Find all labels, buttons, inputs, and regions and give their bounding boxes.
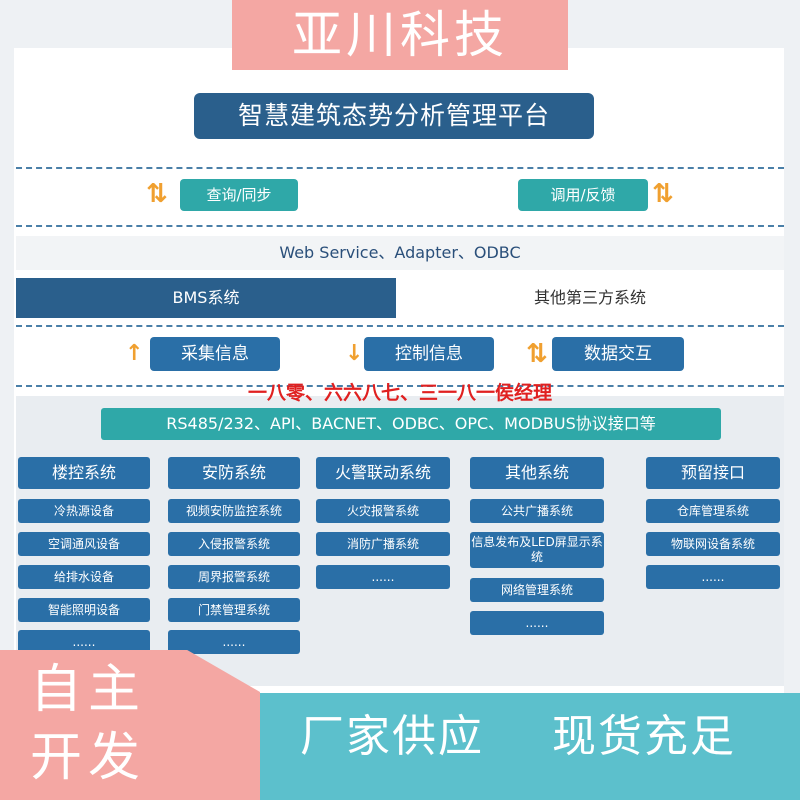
subsystem-item: ...... — [316, 565, 450, 589]
subsystem-item: ...... — [470, 611, 604, 635]
subsystem-item: 物联网设备系统 — [646, 532, 780, 556]
subsystem-item: 门禁管理系统 — [168, 598, 300, 622]
dashed-divider — [16, 385, 784, 387]
third-party-system-bar: 其他第三方系统 — [396, 278, 784, 318]
data-exchange-label: 数据交互 — [552, 337, 684, 371]
slogan-right: 现货充足 — [552, 711, 736, 762]
self-developed-badge-text: 自主 开发 — [30, 656, 200, 792]
subsystem-item: 智能照明设备 — [18, 598, 150, 622]
corner-text-line2: 开发 — [30, 728, 147, 788]
query-sync-label: 查询/同步 — [180, 179, 298, 211]
contact-watermark: 一八零、六六八七、三一八一侯经理 — [247, 382, 552, 404]
subsystem-item: 给排水设备 — [18, 565, 150, 589]
column-header: 其他系统 — [470, 457, 604, 489]
slogan-band — [230, 693, 800, 800]
slogan-left: 厂家供应 — [300, 711, 484, 762]
bms-system-bar: BMS系统 — [16, 278, 396, 318]
subsystem-item: 仓库管理系统 — [646, 499, 780, 523]
control-info-label: 控制信息 — [364, 337, 494, 371]
subsystem-item: 周界报警系统 — [168, 565, 300, 589]
subsystem-item: ...... — [646, 565, 780, 589]
corner-text-line1: 自主 — [30, 660, 147, 720]
subsystem-item: 网络管理系统 — [470, 578, 604, 602]
platform-title: 智慧建筑态势分析管理平台 — [194, 93, 594, 139]
subsystem-item: 视频安防监控系统 — [168, 499, 300, 523]
dashed-divider — [16, 225, 784, 227]
column-header: 预留接口 — [646, 457, 780, 489]
call-feedback-label: 调用/反馈 — [518, 179, 648, 211]
interfaces-bar: RS485/232、API、BACNET、ODBC、OPC、MODBUS协议接口… — [101, 408, 721, 440]
up-down-arrows-icon: ⇅ — [526, 339, 548, 369]
up-arrow-icon: ↑ — [125, 341, 144, 366]
subsystem-item: ...... — [168, 630, 300, 654]
subsystem-item: 消防广播系统 — [316, 532, 450, 556]
collect-info-label: 采集信息 — [150, 337, 280, 371]
up-down-arrows-icon: ⇅ — [146, 179, 168, 209]
subsystem-item: 火灾报警系统 — [316, 499, 450, 523]
middleware-protocols: Web Service、Adapter、ODBC — [16, 236, 784, 270]
down-arrow-icon: ↓ — [345, 341, 364, 366]
dashed-divider — [16, 325, 784, 327]
subsystem-item: 空调通风设备 — [18, 532, 150, 556]
column-header: 楼控系统 — [18, 457, 150, 489]
column-header: 火警联动系统 — [316, 457, 450, 489]
corner-badge — [0, 650, 260, 800]
subsystem-item: 信息发布及LED屏显示系统 — [470, 532, 604, 568]
subsystem-item: 冷热源设备 — [18, 499, 150, 523]
column-header: 安防系统 — [168, 457, 300, 489]
subsystem-item: 公共广播系统 — [470, 499, 604, 523]
up-down-arrows-icon: ⇅ — [652, 179, 674, 209]
subsystem-item: 入侵报警系统 — [168, 532, 300, 556]
brand-banner: 亚川科技 — [232, 0, 568, 70]
dashed-divider — [16, 167, 784, 169]
